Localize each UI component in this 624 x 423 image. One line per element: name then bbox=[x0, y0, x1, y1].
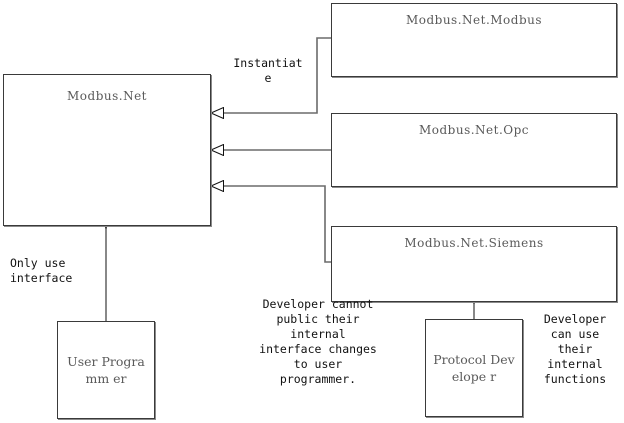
note-developer-cannot-public: Developer cannot public their internal i… bbox=[259, 297, 377, 386]
class-box-modbus-net-modbus[interactable]: Modbus.Net.Modbus bbox=[331, 3, 617, 77]
class-box-modbus-net-siemens[interactable]: Modbus.Net.Siemens bbox=[331, 226, 617, 302]
class-box-modbus-net-opc[interactable]: Modbus.Net.Opc bbox=[331, 113, 617, 187]
actor-box-protocol-developer[interactable]: Protocol Develope r bbox=[425, 319, 523, 417]
class-box-modbus-net-modbus-title: Modbus.Net.Modbus bbox=[405, 13, 543, 27]
note-developer-can-use: Developer can use their internal functio… bbox=[543, 312, 607, 386]
actor-box-user-programmer-label: User Programm er bbox=[67, 354, 145, 386]
class-box-modbus-net[interactable]: Modbus.Net bbox=[3, 74, 211, 226]
note-instantiate: Instantiat e bbox=[233, 56, 303, 85]
connector-core-to-siemens bbox=[211, 186, 331, 263]
class-box-modbus-net-title: Modbus.Net bbox=[67, 89, 147, 103]
class-box-modbus-net-siemens-title: Modbus.Net.Siemens bbox=[404, 236, 544, 250]
actor-box-user-programmer[interactable]: User Programm er bbox=[57, 321, 155, 419]
actor-box-protocol-developer-label: Protocol Develope r bbox=[433, 352, 515, 384]
class-box-modbus-net-opc-title: Modbus.Net.Opc bbox=[418, 123, 530, 137]
note-only-use-interface: Only use interface bbox=[10, 256, 73, 285]
